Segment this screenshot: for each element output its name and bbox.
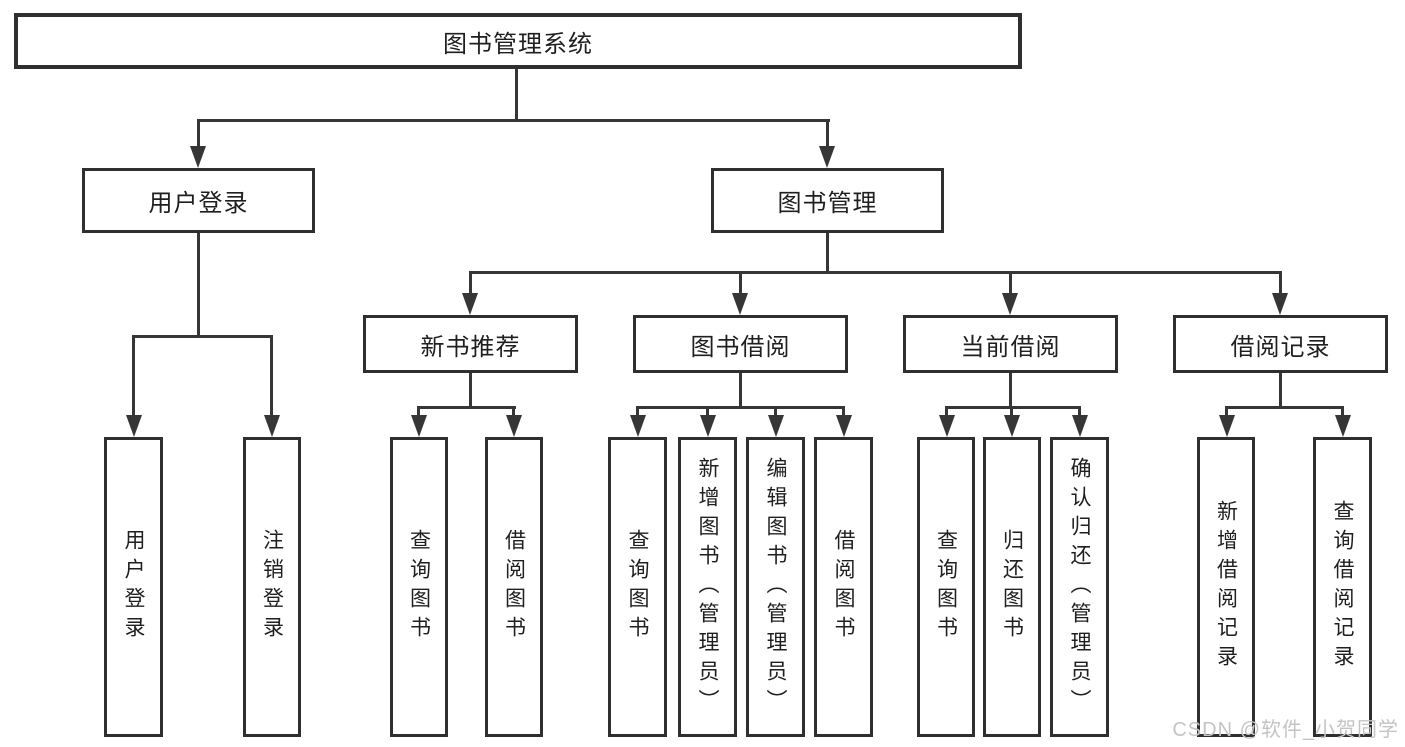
leaf-label: 用户登录 <box>122 529 145 645</box>
leaf-label: 归还图书 <box>1000 529 1024 645</box>
node-label: 图书借阅 <box>690 333 791 361</box>
node-current-borrowing: 当前借阅 <box>903 315 1118 373</box>
leaf-query-books-recommend: 查询图书 <box>390 437 448 737</box>
arrowhead-icon <box>700 415 716 437</box>
connector-book-borrow-stem <box>739 373 742 409</box>
connector-drop <box>826 119 829 147</box>
connector-root-rail <box>197 119 830 122</box>
leaf-query-borrow-record: 查询借阅记录 <box>1313 437 1372 737</box>
leaf-return-books: 归还图书 <box>983 437 1041 737</box>
connector-drop <box>1341 406 1344 418</box>
leaf-borrow-books-recommend: 借阅图书 <box>485 437 543 737</box>
connector-borrow-records-rail <box>1225 406 1344 409</box>
arrowhead-icon <box>1272 293 1288 315</box>
connector-drop <box>132 335 135 417</box>
arrowhead-icon <box>732 293 748 315</box>
connector-drop <box>636 406 639 418</box>
connector-current-borrow-stem <box>1009 373 1012 409</box>
leaf-edit-books-admin: 编辑图书（管理员） <box>746 437 805 737</box>
leaf-query-books-borrow: 查询图书 <box>608 437 667 737</box>
arrowhead-icon <box>630 415 646 437</box>
leaf-user-login: 用户登录 <box>104 437 163 737</box>
leaf-add-borrow-record: 新增借阅记录 <box>1197 437 1255 737</box>
arrowhead-icon <box>768 415 784 437</box>
arrowhead-icon <box>1072 415 1088 437</box>
arrowhead-icon <box>1219 415 1235 437</box>
arrowhead-icon <box>190 146 206 168</box>
connector-new-book-rail <box>417 406 516 409</box>
connector-user-login-rail <box>132 335 273 338</box>
arrowhead-icon <box>836 415 852 437</box>
connector-drop <box>512 406 515 418</box>
arrowhead-icon <box>411 415 427 437</box>
leaf-confirm-return-admin: 确认归还（管理员） <box>1050 437 1109 737</box>
leaf-add-books-admin: 新增图书（管理员） <box>678 437 737 737</box>
leaf-label: 查询图书 <box>934 529 958 645</box>
leaf-label: 借阅图书 <box>832 529 855 645</box>
connector-drop <box>1279 271 1282 295</box>
node-new-book-recommend: 新书推荐 <box>363 315 578 373</box>
connector-root-stem <box>515 69 518 121</box>
arrowhead-icon <box>462 293 478 315</box>
leaf-label: 借阅图书 <box>502 529 526 645</box>
connector-drop <box>417 406 420 418</box>
connector-drop <box>1010 406 1013 418</box>
leaf-label: 确认归还（管理员） <box>1068 456 1091 718</box>
connector-drop <box>1078 406 1081 418</box>
node-label: 当前借阅 <box>960 333 1061 361</box>
csdn-watermark: CSDN @软件_小贺同学 <box>1172 719 1399 741</box>
connector-drop <box>739 271 742 295</box>
arrowhead-icon <box>264 415 280 437</box>
leaf-label: 注销登录 <box>260 529 284 645</box>
connector-borrow-records-stem <box>1279 373 1282 409</box>
leaf-label: 编辑图书（管理员） <box>764 456 787 718</box>
arrowhead-icon <box>1002 293 1018 315</box>
leaf-label: 查询图书 <box>626 529 649 645</box>
connector-drop <box>842 406 845 418</box>
connector-drop <box>197 119 200 147</box>
arrowhead-icon <box>819 146 835 168</box>
node-book-management: 图书管理 <box>711 168 944 233</box>
node-label: 用户登录 <box>148 190 249 217</box>
connector-drop <box>270 335 273 417</box>
arrowhead-icon <box>1004 415 1020 437</box>
connector-drop <box>469 271 472 295</box>
node-library-management-system: 图书管理系统 <box>14 13 1022 69</box>
leaf-label: 新增图书（管理员） <box>696 456 719 718</box>
leaf-label: 查询图书 <box>407 529 431 645</box>
connector-drop <box>945 406 948 418</box>
leaf-borrow-books: 借阅图书 <box>814 437 873 737</box>
leaf-logout: 注销登录 <box>243 437 301 737</box>
leaf-label: 查询借阅记录 <box>1331 500 1354 674</box>
node-label: 图书管理 <box>777 190 878 217</box>
node-borrowing-records: 借阅记录 <box>1173 315 1388 373</box>
connector-drop <box>1009 271 1012 295</box>
arrowhead-icon <box>939 415 955 437</box>
connector-drop <box>774 406 777 418</box>
arrowhead-icon <box>1335 415 1351 437</box>
leaf-label: 新增借阅记录 <box>1214 500 1238 674</box>
node-label: 新书推荐 <box>420 333 521 361</box>
connector-book-mgmt-stem <box>826 233 829 274</box>
leaf-query-books-current: 查询图书 <box>917 437 975 737</box>
connector-book-borrow-rail <box>636 406 844 409</box>
node-user-login: 用户登录 <box>82 168 315 233</box>
connector-user-login-stem <box>197 233 200 337</box>
connector-book-mgmt-rail <box>469 271 1281 274</box>
node-label: 图书管理系统 <box>443 30 593 58</box>
connector-drop <box>1225 406 1228 418</box>
connector-new-book-stem <box>469 373 472 409</box>
node-book-borrowing: 图书借阅 <box>633 315 848 373</box>
node-label: 借阅记录 <box>1230 333 1331 361</box>
connector-drop <box>706 406 709 418</box>
arrowhead-icon <box>126 415 142 437</box>
arrowhead-icon <box>506 415 522 437</box>
